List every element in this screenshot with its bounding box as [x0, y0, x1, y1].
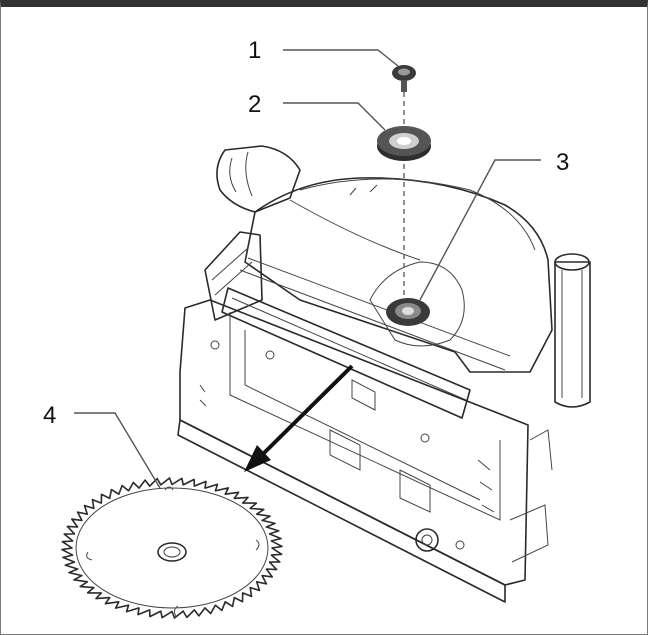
leader-2	[283, 102, 386, 131]
removal-arrow	[244, 364, 354, 472]
leader-3	[419, 159, 541, 301]
flange	[377, 126, 431, 161]
callout-label-1: 1	[248, 37, 261, 64]
screw	[392, 65, 416, 92]
callout-leaders	[74, 49, 541, 489]
spindle	[386, 298, 430, 326]
saw-housing	[177, 145, 591, 603]
leader-1	[283, 49, 399, 67]
callout-label-2: 2	[248, 91, 261, 118]
leader-4	[74, 412, 161, 489]
callout-label-4: 4	[43, 402, 56, 429]
saw-blade	[61, 477, 283, 619]
callout-label-3: 3	[556, 149, 569, 176]
